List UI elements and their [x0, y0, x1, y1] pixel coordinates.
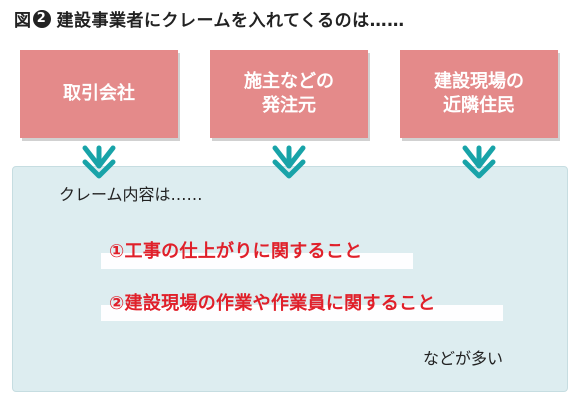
source-box-business-partners: 取引会社: [20, 50, 178, 138]
down-arrow-icon: [462, 145, 496, 179]
complaint-item-2: ②建設現場の作業や作業員に関すること: [109, 293, 436, 314]
source-box-label-line1: 建設現場の: [434, 70, 524, 92]
down-arrow-icon: [272, 145, 306, 179]
figure-label: 図: [14, 11, 32, 31]
source-box-label-line1: 取引会社: [63, 82, 135, 104]
figure-title-text: 建設事業者にクレームを入れてくるのは……: [56, 11, 405, 31]
figure-title: 図 2 建設事業者にクレームを入れてくるのは……: [14, 6, 405, 31]
source-box-label-line2: 発注元: [262, 95, 316, 116]
highlight-bar: [101, 305, 503, 321]
figure-number-badge: 2: [32, 9, 51, 28]
complaint-item-1: ①工事の仕上がりに関すること: [109, 241, 363, 262]
source-box-clients: 施主などの 発注元: [210, 50, 368, 138]
down-arrow-icon: [82, 145, 116, 179]
panel-footer-text: などが多い: [423, 349, 504, 368]
source-box-label-line2: 近隣住民: [443, 95, 515, 116]
source-box-label-line1: 施主などの: [244, 70, 334, 92]
complaint-content-panel: クレーム内容は…… ①工事の仕上がりに関すること ②建設現場の作業や作業員に関す…: [12, 166, 568, 392]
panel-lead-text: クレーム内容は……: [59, 185, 203, 204]
source-box-neighbors: 建設現場の 近隣住民: [400, 50, 558, 138]
highlight-bar: [101, 253, 413, 269]
